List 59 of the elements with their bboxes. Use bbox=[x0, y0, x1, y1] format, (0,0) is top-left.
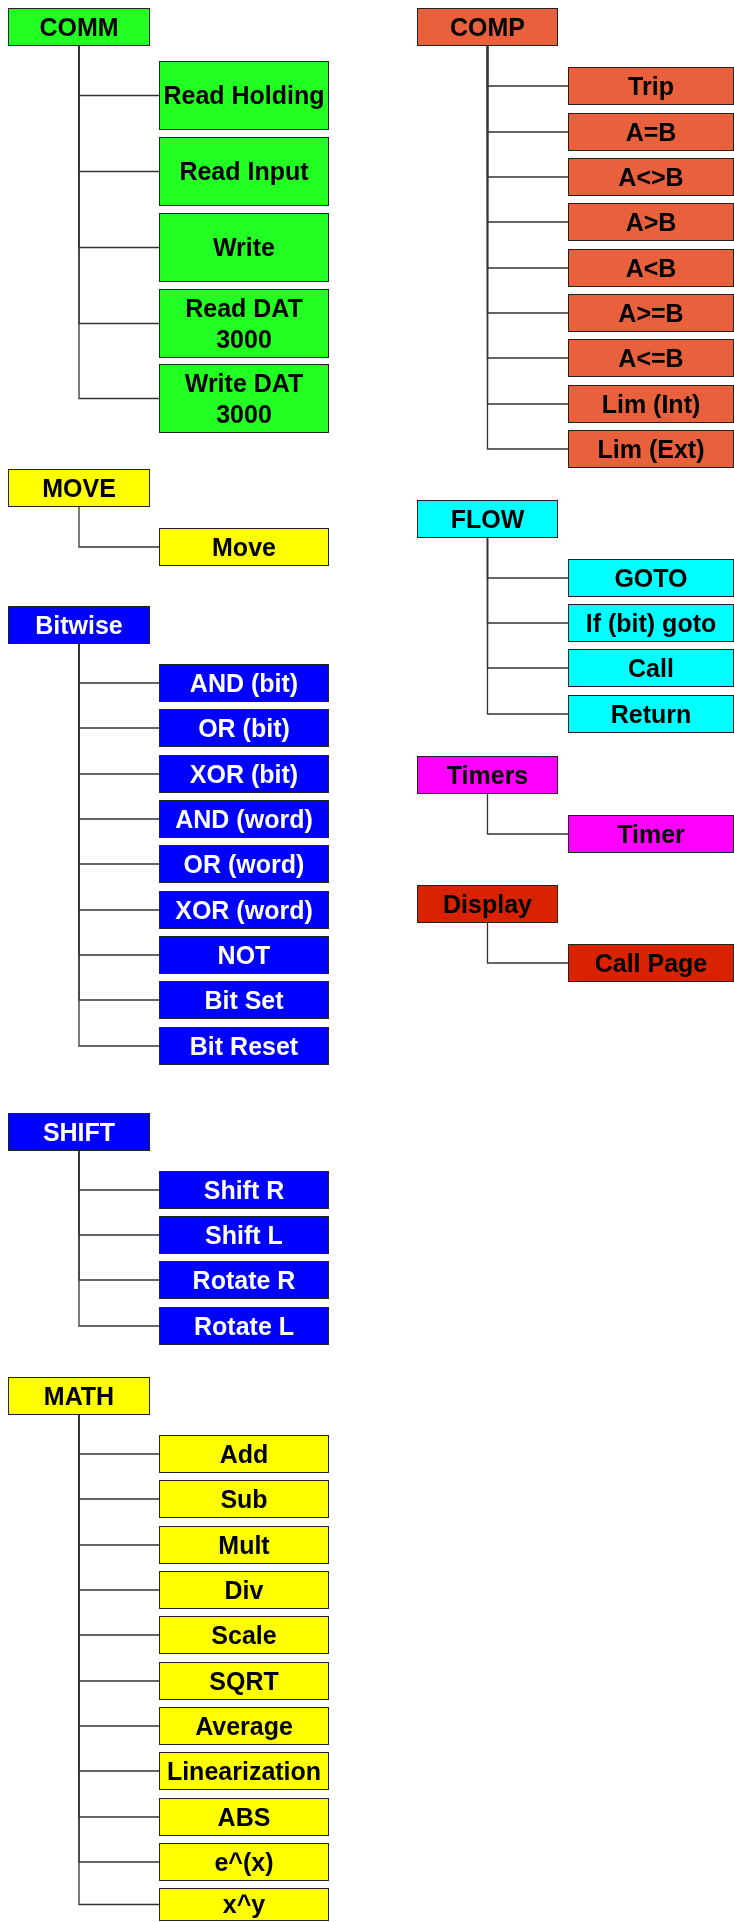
function-box: Trip bbox=[568, 67, 734, 105]
function-box: NOT bbox=[159, 936, 329, 974]
category-box: Timers bbox=[417, 756, 558, 794]
function-box: e^(x) bbox=[159, 1843, 329, 1881]
function-box: SQRT bbox=[159, 1662, 329, 1700]
function-box: A>=B bbox=[568, 294, 734, 332]
category-box: Bitwise bbox=[8, 606, 150, 644]
function-box: Call Page bbox=[568, 944, 734, 982]
function-box: Read Holding bbox=[159, 61, 329, 130]
function-box: Lim (Ext) bbox=[568, 430, 734, 468]
function-box: AND (bit) bbox=[159, 664, 329, 702]
category-box: MOVE bbox=[8, 469, 150, 507]
category-box: MATH bbox=[8, 1377, 150, 1415]
category-box: FLOW bbox=[417, 500, 558, 538]
category-box: SHIFT bbox=[8, 1113, 150, 1151]
function-box: Div bbox=[159, 1571, 329, 1609]
function-box: XOR (word) bbox=[159, 891, 329, 929]
function-box: Linearization bbox=[159, 1752, 329, 1790]
connector-line bbox=[486, 793, 569, 835]
connector-line bbox=[486, 537, 569, 715]
function-box: Move bbox=[159, 528, 329, 566]
function-box: A=B bbox=[568, 113, 734, 151]
function-box: Return bbox=[568, 695, 734, 733]
function-box: Shift R bbox=[159, 1171, 329, 1209]
function-box: A<>B bbox=[568, 158, 734, 196]
connector-line bbox=[78, 1150, 160, 1327]
function-box: Sub bbox=[159, 1480, 329, 1518]
connector-line bbox=[78, 506, 160, 548]
function-box: A<=B bbox=[568, 339, 734, 377]
function-box: x^y bbox=[159, 1888, 329, 1921]
function-box: AND (word) bbox=[159, 800, 329, 838]
function-box: Scale bbox=[159, 1616, 329, 1654]
function-box: OR (word) bbox=[159, 845, 329, 883]
function-box: Add bbox=[159, 1435, 329, 1473]
function-box: Read DAT 3000 bbox=[159, 289, 329, 358]
function-box: Read Input bbox=[159, 137, 329, 206]
function-box: Bit Reset bbox=[159, 1027, 329, 1065]
function-box: Lim (Int) bbox=[568, 385, 734, 423]
function-box: Call bbox=[568, 649, 734, 687]
function-box: If (bit) goto bbox=[568, 604, 734, 642]
function-box: Write bbox=[159, 213, 329, 282]
category-box: COMM bbox=[8, 8, 150, 46]
category-box: Display bbox=[417, 885, 558, 923]
function-box: A>B bbox=[568, 203, 734, 241]
connector-line bbox=[486, 922, 569, 964]
function-box: A<B bbox=[568, 249, 734, 287]
category-box: COMP bbox=[417, 8, 558, 46]
function-box: Rotate R bbox=[159, 1261, 329, 1299]
function-box: Average bbox=[159, 1707, 329, 1745]
function-box: Timer bbox=[568, 815, 734, 853]
function-box: XOR (bit) bbox=[159, 755, 329, 793]
function-box: ABS bbox=[159, 1798, 329, 1836]
function-box: Mult bbox=[159, 1526, 329, 1564]
function-box: OR (bit) bbox=[159, 709, 329, 747]
function-box: Shift L bbox=[159, 1216, 329, 1254]
function-box: Rotate L bbox=[159, 1307, 329, 1345]
function-box: Bit Set bbox=[159, 981, 329, 1019]
function-box: Write DAT 3000 bbox=[159, 364, 329, 433]
function-box: GOTO bbox=[568, 559, 734, 597]
